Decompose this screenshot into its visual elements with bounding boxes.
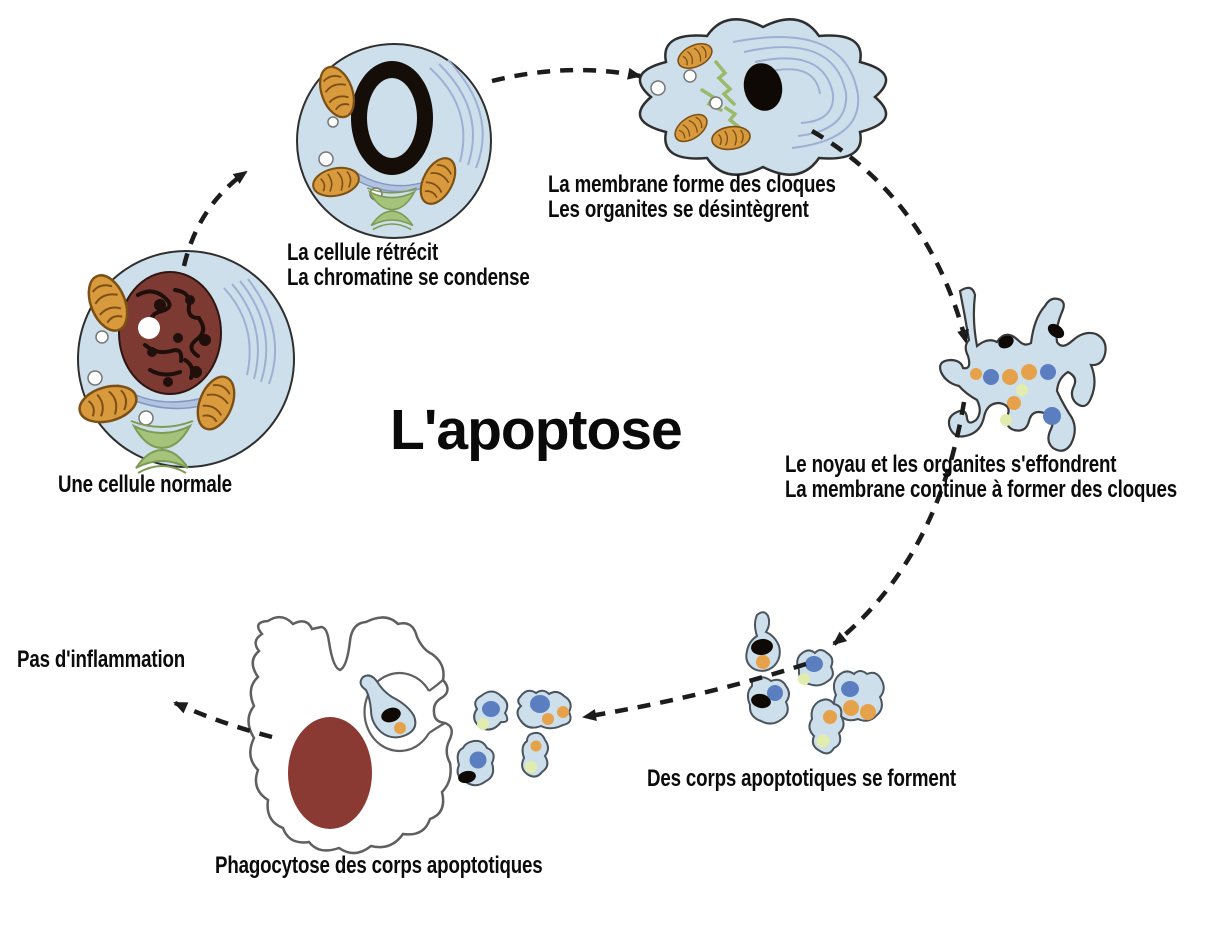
label-nucleus-collapses: Le noyau et les organites s'effondrent L… — [785, 452, 1177, 502]
label-line: Une cellule normale — [58, 471, 232, 498]
er-whorl — [732, 36, 860, 149]
arrow-normal-to-shrunken-icon — [181, 170, 248, 267]
arrow-shrunken-to-blebbing-icon — [491, 67, 642, 84]
shrunken-cell — [296, 43, 492, 239]
label-line: La chromatine se condense — [287, 264, 530, 291]
arrow-no-inflammation-icon — [173, 700, 273, 740]
vacuoles — [87, 330, 154, 426]
label-line: Les organites se désintègrent — [548, 196, 809, 223]
vacuoles — [318, 116, 383, 201]
label-line: Des corps apoptotiques se forment — [647, 765, 956, 792]
label-line: Pas d'inflammation — [17, 646, 186, 673]
arrow-collapsing-to-bodies-icon — [832, 401, 967, 646]
normal-cell — [74, 250, 295, 474]
nucleus-chromatin — [118, 271, 222, 395]
label-phagocytosis: Phagocytose des corps apoptotiques — [215, 853, 543, 878]
label-line: La membrane continue à former des cloque… — [785, 476, 1178, 503]
flow-arrows — [173, 67, 969, 740]
diagram-title: L'apoptose — [390, 398, 683, 462]
label-normal-cell: Une cellule normale — [58, 472, 232, 497]
label-line: La cellule rétrécit — [287, 239, 439, 266]
vacuoles — [650, 69, 723, 110]
nucleolus — [138, 317, 160, 339]
organelle-vesicles — [970, 364, 1061, 426]
label-line: Le noyau et les organites s'effondrent — [785, 451, 1117, 478]
apoptotic-bodies-cluster — [745, 611, 885, 755]
arrow-bodies-to-phagocyte-icon — [582, 661, 807, 721]
label-line: La membrane forme des cloques — [548, 171, 836, 198]
engulfed-apoptotic-body — [359, 674, 417, 739]
collapsing-cell — [938, 286, 1107, 452]
label-no-inflammation: Pas d'inflammation — [17, 647, 185, 672]
nuclear-fragments — [998, 323, 1065, 349]
condensed-nucleus — [743, 63, 783, 111]
condensed-nucleus-ring — [351, 61, 434, 175]
apoptotic-bodies-near-phagocyte — [456, 689, 572, 787]
phagocyte-nucleus — [288, 717, 372, 829]
label-membrane-blebs: La membrane forme des cloques Les organi… — [548, 172, 836, 222]
label-apoptotic-bodies: Des corps apoptotiques se forment — [647, 766, 956, 791]
label-cell-shrinks: La cellule rétrécit La chromatine se con… — [287, 240, 530, 290]
blebbing-cell — [638, 18, 888, 176]
arrow-blebbing-to-collapsing-icon — [810, 129, 969, 344]
phagocyte — [247, 615, 453, 855]
label-line: Phagocytose des corps apoptotiques — [215, 852, 543, 879]
